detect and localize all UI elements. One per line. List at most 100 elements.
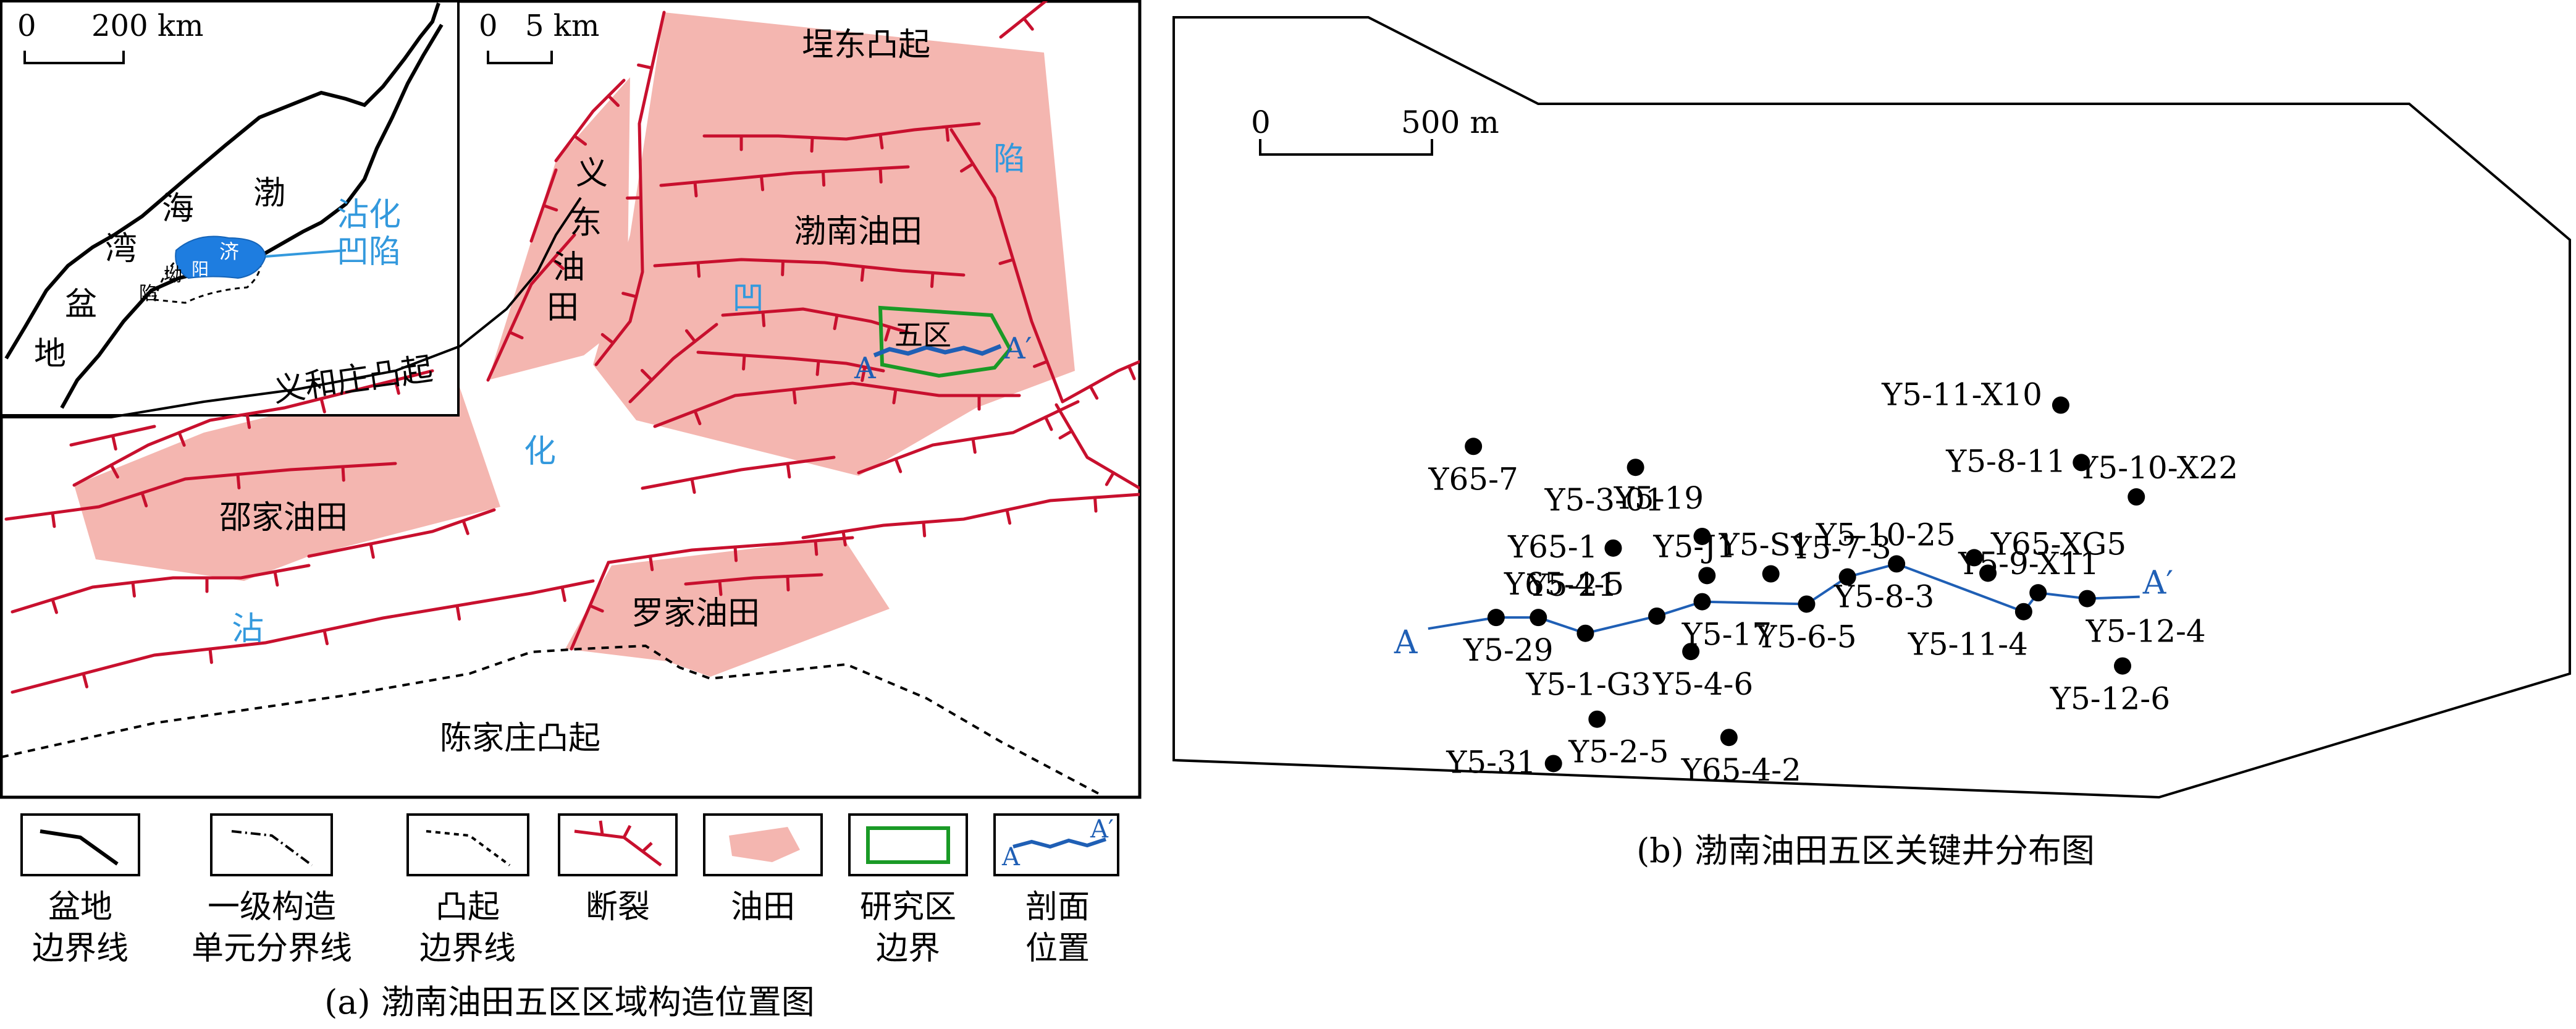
fault-line bbox=[594, 11, 666, 366]
well-label: Y5-31 bbox=[1446, 744, 1536, 780]
fault-tick bbox=[508, 331, 524, 340]
well-label: Y5-10-25 bbox=[1816, 517, 1956, 553]
fault-tick bbox=[1058, 430, 1074, 440]
well-dot bbox=[1487, 609, 1505, 627]
bonan-oilfield-area bbox=[593, 12, 1075, 476]
well-dot bbox=[1588, 710, 1606, 728]
fault-tick bbox=[621, 292, 638, 299]
fault-tick bbox=[131, 581, 137, 598]
fault-tick bbox=[461, 519, 469, 535]
fault-tick bbox=[1005, 508, 1012, 525]
fault-tick bbox=[607, 94, 620, 108]
inset-frame bbox=[1, 1, 460, 417]
fault-tick bbox=[588, 604, 604, 613]
fault-tick bbox=[273, 570, 279, 587]
well-label: Y5-29 bbox=[1463, 632, 1553, 668]
well-label: Y5-2-5 bbox=[1568, 734, 1669, 770]
fault-tick bbox=[718, 579, 723, 596]
fault-tick bbox=[236, 473, 241, 489]
label-sag-zhan: 沾 bbox=[232, 611, 264, 648]
well-label: Y5-4-6 bbox=[1652, 666, 1753, 702]
well-dot bbox=[1693, 593, 1711, 611]
fault-tick bbox=[551, 258, 565, 270]
label-yidong-1: 义 bbox=[576, 155, 608, 192]
legend-item-fault: 断裂 bbox=[558, 813, 678, 926]
legend-sample-a: A bbox=[1001, 843, 1021, 871]
legend-item-oilfield: 油田 bbox=[703, 813, 823, 926]
fault-tick bbox=[761, 310, 766, 328]
fault-tick bbox=[319, 397, 326, 413]
well-dot bbox=[1965, 549, 1983, 567]
well-label: Y5-19 bbox=[1614, 480, 1704, 516]
fault-tick bbox=[560, 585, 566, 603]
fault-line bbox=[486, 233, 576, 382]
well-label: Y5-12-4 bbox=[2086, 614, 2206, 650]
well-dot bbox=[2029, 584, 2047, 602]
inset-char-ao: 坳 bbox=[164, 265, 182, 286]
fault-tick bbox=[878, 167, 883, 184]
scale-label: 5 km bbox=[525, 9, 599, 43]
fault-tick bbox=[1032, 360, 1049, 368]
section-label-a: A bbox=[1394, 624, 1418, 661]
fault-tick bbox=[322, 629, 329, 646]
fault-tick bbox=[930, 271, 935, 288]
fault-tick bbox=[1127, 365, 1136, 381]
fault-line bbox=[684, 573, 823, 586]
well-dot bbox=[1888, 555, 1906, 573]
fault-tick bbox=[51, 511, 56, 528]
well-label: Y5-7-3 bbox=[1791, 530, 1892, 566]
well-label: Y5-J1 bbox=[1652, 528, 1736, 564]
inset-char-pen: 盆 bbox=[65, 286, 97, 323]
legend: 盆地 边界线 一级构造 单元分界线 凸起 边界线 断裂 油田 研 bbox=[20, 813, 1119, 967]
fault-tick bbox=[542, 204, 558, 212]
fault-tick bbox=[696, 261, 701, 278]
legend-label-oilfield: 油田 bbox=[731, 889, 795, 926]
fault-tick bbox=[815, 359, 820, 376]
well-dot bbox=[1838, 568, 1856, 586]
fault-tick bbox=[51, 598, 58, 614]
well-label: Y5-8-11 bbox=[1945, 443, 2066, 479]
legend-label-uplift-1: 凸起 bbox=[436, 889, 500, 926]
label-kendong-uplift: 埕东凸起 bbox=[802, 27, 930, 64]
inset-scale-label: 200 km bbox=[91, 9, 203, 43]
legend-item-section: A A′ 剖面 位置 bbox=[993, 813, 1119, 967]
inset-coastline-south bbox=[60, 23, 444, 409]
section-label-a-prime: A′ bbox=[2142, 565, 2173, 602]
fault-tick bbox=[860, 265, 865, 282]
fault-tick bbox=[792, 387, 797, 405]
well-label: Y65-7 bbox=[1428, 461, 1518, 497]
fault-line bbox=[653, 258, 966, 277]
label-yidong-3: 油 bbox=[553, 249, 585, 286]
well-label: Y5-21 bbox=[1527, 567, 1617, 603]
inset-char-di: 地 bbox=[34, 336, 66, 373]
fault-tick bbox=[109, 464, 119, 479]
fault-tick bbox=[998, 258, 1015, 265]
fault-line bbox=[4, 462, 397, 521]
fault-tick bbox=[82, 672, 89, 688]
well-dot bbox=[1465, 438, 1483, 455]
chenjia-uplift-boundary bbox=[1, 644, 1100, 795]
legend-label-unit-1: 一级构造 bbox=[208, 889, 336, 926]
well-label: Y5-6-5 bbox=[1756, 619, 1856, 654]
well-dot bbox=[1762, 565, 1780, 583]
well-dot bbox=[1798, 595, 1816, 613]
inset-callout-zhanhua: 沾化 bbox=[337, 197, 401, 234]
well-label: Y65-4-5 bbox=[1504, 566, 1624, 602]
fault-line bbox=[653, 381, 1021, 428]
inset-char-hai: 海 bbox=[162, 190, 194, 227]
fault-tick bbox=[455, 604, 461, 621]
legend-label-study-2: 边界 bbox=[876, 930, 940, 967]
fault-line bbox=[1054, 403, 1140, 490]
legend-label-basin-2: 边界线 bbox=[32, 930, 128, 967]
legend-label-study-1: 研究区 bbox=[860, 889, 956, 926]
fault-tick bbox=[884, 325, 891, 342]
inset-char-wan: 湾 bbox=[105, 231, 137, 268]
well-dot bbox=[1648, 607, 1666, 625]
well-dot bbox=[1693, 527, 1711, 545]
fault-tick bbox=[693, 180, 698, 198]
fault-tick bbox=[649, 554, 654, 572]
well-label: Y5-12-6 bbox=[2050, 681, 2170, 717]
well-dot bbox=[1544, 755, 1562, 773]
well-label: Y5-1-G3 bbox=[1525, 667, 1651, 703]
scale-zero: 0 bbox=[479, 9, 498, 43]
